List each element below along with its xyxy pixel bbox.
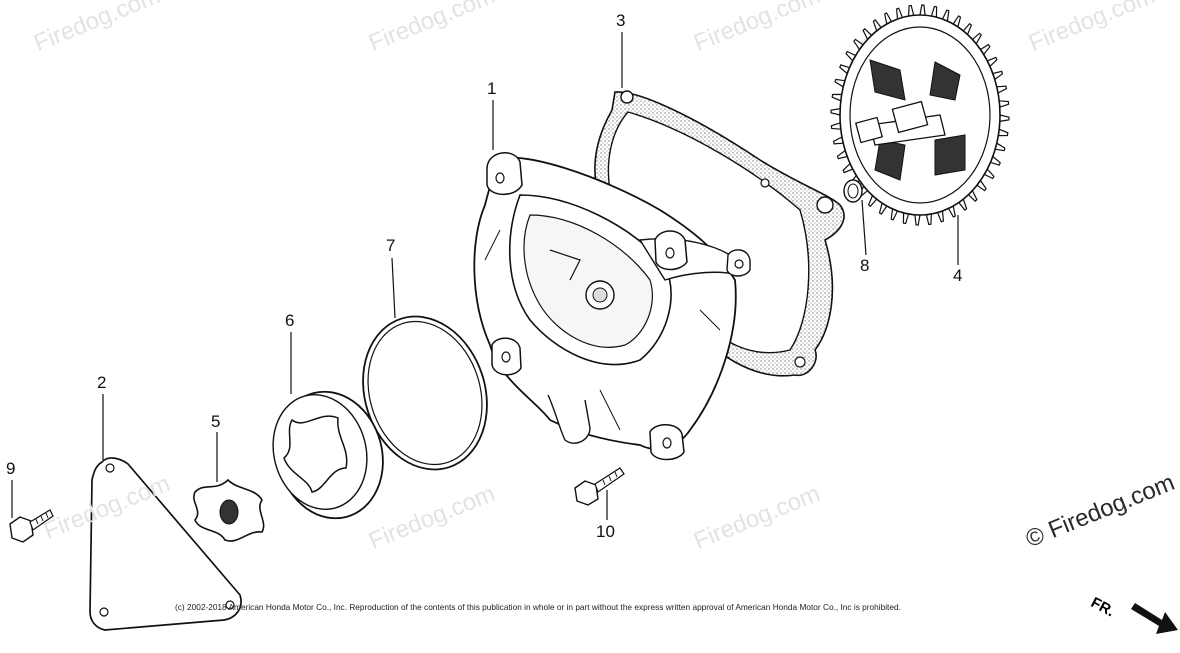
part-7-o-ring xyxy=(362,315,488,471)
part-3-gasket xyxy=(594,90,845,377)
gear-tooth xyxy=(914,214,921,226)
part-10-bolt xyxy=(574,467,625,506)
callout-8: 8 xyxy=(860,256,870,275)
callout-1: 1 xyxy=(487,79,497,98)
copyright-notice: (c) 2002-2018 American Honda Motor Co., … xyxy=(175,602,901,612)
gear-tooth xyxy=(830,121,842,130)
leader-lines xyxy=(11,32,959,520)
callout-2: 2 xyxy=(97,373,107,392)
callout-7: 7 xyxy=(386,236,396,255)
callout-4: 4 xyxy=(953,266,963,285)
part-2-cover-plate xyxy=(89,457,242,631)
gear-tooth xyxy=(999,114,1010,123)
gear-tooth xyxy=(998,100,1010,109)
part-6-outer-rotor xyxy=(272,390,384,520)
callout-6: 6 xyxy=(285,311,295,330)
gear-tooth xyxy=(919,4,926,16)
callout-3: 3 xyxy=(616,11,626,30)
callout-9: 9 xyxy=(6,459,16,478)
gear-tooth xyxy=(830,107,841,116)
gear-tooth xyxy=(925,213,933,226)
part-9-bolt xyxy=(9,509,54,543)
callout-10: 10 xyxy=(596,522,615,541)
front-direction-arrow xyxy=(1131,603,1178,634)
part-8-o-ring xyxy=(843,179,863,203)
callout-5: 5 xyxy=(211,412,221,431)
gear-tooth xyxy=(907,4,915,17)
part-4-gear xyxy=(830,4,1010,226)
part-1-pump-housing xyxy=(473,152,751,461)
part-5-inner-rotor xyxy=(193,478,265,542)
